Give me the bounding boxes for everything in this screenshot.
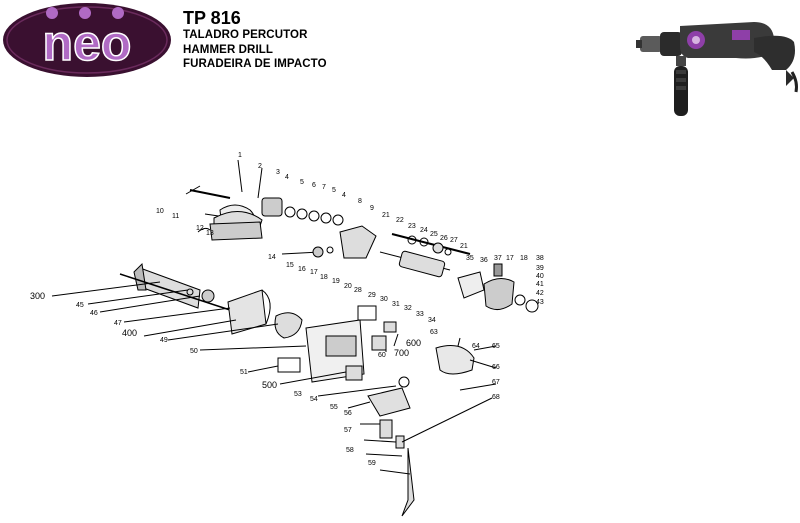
part-label: 39 <box>536 265 544 272</box>
part-label: 5 <box>332 187 336 194</box>
part-label: 3 <box>276 169 280 176</box>
exploded-view-diagram: 1 2 3 4 5 6 7 5 4 8 9 10 11 12 13 14 15 … <box>30 152 544 517</box>
part-label: 40 <box>536 273 544 280</box>
part-label: 49 <box>160 337 168 344</box>
part-label: 32 <box>404 305 412 312</box>
part-label: 24 <box>420 227 428 234</box>
part-label: 53 <box>294 391 302 398</box>
part-label: 1 <box>238 152 242 159</box>
part-label: 50 <box>190 348 198 355</box>
part-label: 12 <box>196 225 204 232</box>
part-label: 46 <box>90 310 98 317</box>
part-label: 11 <box>172 213 179 220</box>
part-label: 18 <box>520 255 528 262</box>
part-label: 18 <box>320 274 328 281</box>
model-title: TP 816 <box>183 8 241 28</box>
part-label: 9 <box>370 205 374 212</box>
part-label: 16 <box>298 266 306 273</box>
part-label: 60 <box>378 352 386 359</box>
part-label: 38 <box>536 255 544 262</box>
part-label: 36 <box>480 257 488 264</box>
part-label: 42 <box>536 290 544 297</box>
part-label: 10 <box>156 208 164 215</box>
part-number-labels: 1 2 3 4 5 6 7 5 4 8 9 10 11 12 13 14 15 … <box>30 152 544 467</box>
part-label: 68 <box>492 394 500 401</box>
part-label: 37 <box>494 255 502 262</box>
part-label: 65 <box>492 343 500 350</box>
part-label: 4 <box>342 192 346 199</box>
header: TP 816 TALADRO PERCUTOR HAMMER DRILL FUR… <box>183 8 327 72</box>
part-label: 700 <box>394 348 409 358</box>
part-label: 13 <box>206 230 214 237</box>
part-label: 23 <box>408 223 416 230</box>
part-label: 21 <box>382 212 390 219</box>
part-label: 17 <box>506 255 514 262</box>
title-pt: FURADEIRA DE IMPACTO <box>183 58 327 70</box>
part-label: 8 <box>358 198 362 205</box>
part-label: 15 <box>286 262 294 269</box>
part-label: 56 <box>344 410 352 417</box>
part-label: 30 <box>380 296 388 303</box>
title-es: TALADRO PERCUTOR <box>183 29 308 41</box>
part-label: 51 <box>240 369 248 376</box>
part-label: 5 <box>300 179 304 186</box>
part-label: 600 <box>406 338 421 348</box>
part-label: 25 <box>430 231 438 238</box>
part-label: 66 <box>492 364 500 371</box>
part-label: 45 <box>76 302 84 309</box>
part-label: 47 <box>114 320 122 327</box>
hammer-drill-photo <box>636 12 800 120</box>
part-label: 33 <box>416 311 424 318</box>
diagram-parts <box>51 159 539 517</box>
part-label: 500 <box>262 380 277 390</box>
part-label: 54 <box>310 396 318 403</box>
part-label: 19 <box>332 278 340 285</box>
part-label: 55 <box>330 404 338 411</box>
part-label: 63 <box>430 329 438 336</box>
part-label: 22 <box>396 217 404 224</box>
part-label: 64 <box>472 343 480 350</box>
part-label: 29 <box>368 292 376 299</box>
logo-text: neo <box>43 15 132 71</box>
part-label: 2 <box>258 163 262 170</box>
part-label: 14 <box>268 254 276 261</box>
part-label: 7 <box>322 184 326 191</box>
part-label: 6 <box>312 182 316 189</box>
part-label: 27 <box>450 237 458 244</box>
part-label: 400 <box>122 328 137 338</box>
part-label: 20 <box>344 283 352 290</box>
part-label: 43 <box>536 299 544 306</box>
part-label: 34 <box>428 317 436 324</box>
part-label: 26 <box>440 235 448 242</box>
part-label: 28 <box>354 287 362 294</box>
part-label: 17 <box>310 269 318 276</box>
part-label: 41 <box>536 281 544 288</box>
part-label: 21 <box>460 243 468 250</box>
part-label: 31 <box>392 301 400 308</box>
part-label: 4 <box>285 174 289 181</box>
part-label: 59 <box>368 460 376 467</box>
part-label: 57 <box>344 427 352 434</box>
part-label: 300 <box>30 291 45 301</box>
part-label: 58 <box>346 447 354 454</box>
neo-logo: neo <box>2 2 172 78</box>
part-label: 35 <box>466 255 474 262</box>
title-en: HAMMER DRILL <box>183 43 273 56</box>
part-label: 67 <box>492 379 500 386</box>
